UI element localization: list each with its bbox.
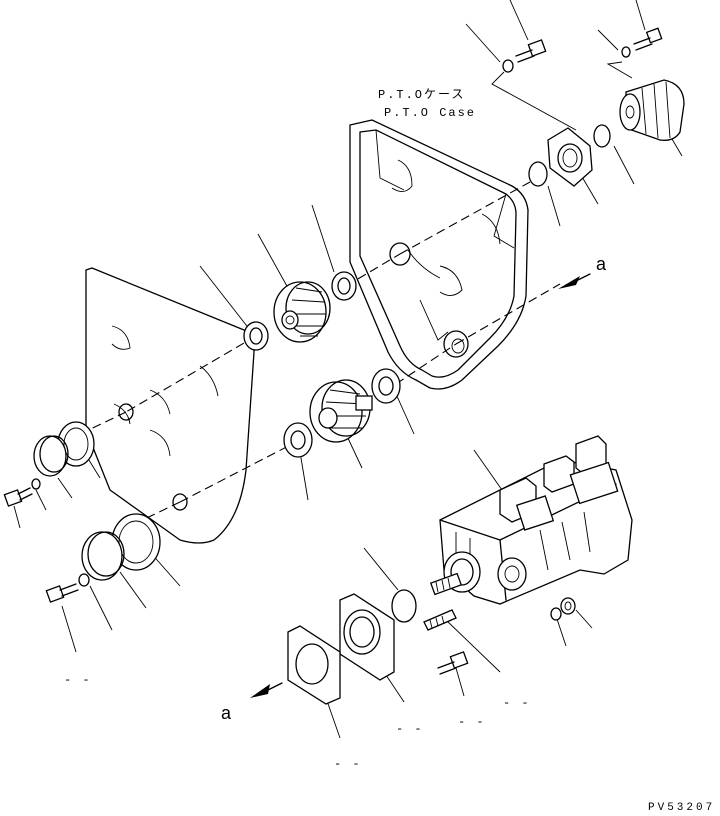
section-arrow-label-a-top: a bbox=[596, 254, 607, 274]
bearing-upper-left bbox=[243, 321, 269, 351]
flange-adapter bbox=[547, 127, 593, 187]
o-ring-upper-right bbox=[593, 124, 611, 148]
bearing-upper-right bbox=[331, 271, 357, 301]
bolt-upper-left bbox=[3, 487, 33, 507]
pto-case-title-jp: P.T.Oケース bbox=[378, 87, 465, 102]
cover-disc-upper bbox=[33, 435, 69, 477]
hydraulic-motor bbox=[619, 79, 685, 141]
bearing-lower-left bbox=[283, 422, 313, 458]
bolt-center-lower bbox=[437, 651, 469, 675]
flange-gasket bbox=[287, 625, 341, 705]
dash-mark-2: - - bbox=[503, 696, 531, 710]
dash-mark-4: - - bbox=[396, 722, 424, 736]
dash-mark-3: - - bbox=[458, 715, 486, 729]
section-arrow-top bbox=[558, 273, 591, 289]
idler-gear bbox=[273, 281, 331, 343]
pump-mount-flange bbox=[339, 593, 395, 681]
leader-lines bbox=[13, 0, 683, 739]
bolt-top-center bbox=[515, 39, 547, 63]
cover-disc-lower bbox=[81, 531, 125, 581]
washer-upper-left bbox=[31, 478, 41, 490]
bolt-lower-left bbox=[45, 583, 79, 603]
bearing-lower-right bbox=[371, 368, 401, 404]
drive-gear bbox=[309, 379, 373, 443]
drawing-code: PV53207 bbox=[648, 802, 715, 814]
nut-right bbox=[560, 597, 576, 615]
hydraulic-pump-assembly bbox=[429, 435, 633, 605]
pto-case-title-en: P.T.O Case bbox=[384, 106, 476, 120]
o-ring-lower bbox=[391, 589, 417, 623]
section-arrow-label-a-bottom: a bbox=[221, 703, 232, 723]
pto-case bbox=[349, 119, 529, 390]
washer-lower-left bbox=[78, 573, 90, 587]
dash-mark-5: - - bbox=[334, 757, 362, 771]
stud-bolt bbox=[423, 609, 457, 631]
o-ring-upper-small bbox=[528, 161, 548, 187]
centre-lines bbox=[71, 181, 561, 527]
washer-top-center bbox=[502, 59, 514, 73]
washer-right bbox=[550, 607, 562, 621]
dash-mark-1: - - bbox=[64, 673, 92, 687]
cover-plate bbox=[85, 267, 255, 544]
section-arrow-bottom bbox=[250, 682, 283, 698]
washer-top-right bbox=[621, 46, 631, 58]
bolt-top-right bbox=[633, 27, 663, 51]
